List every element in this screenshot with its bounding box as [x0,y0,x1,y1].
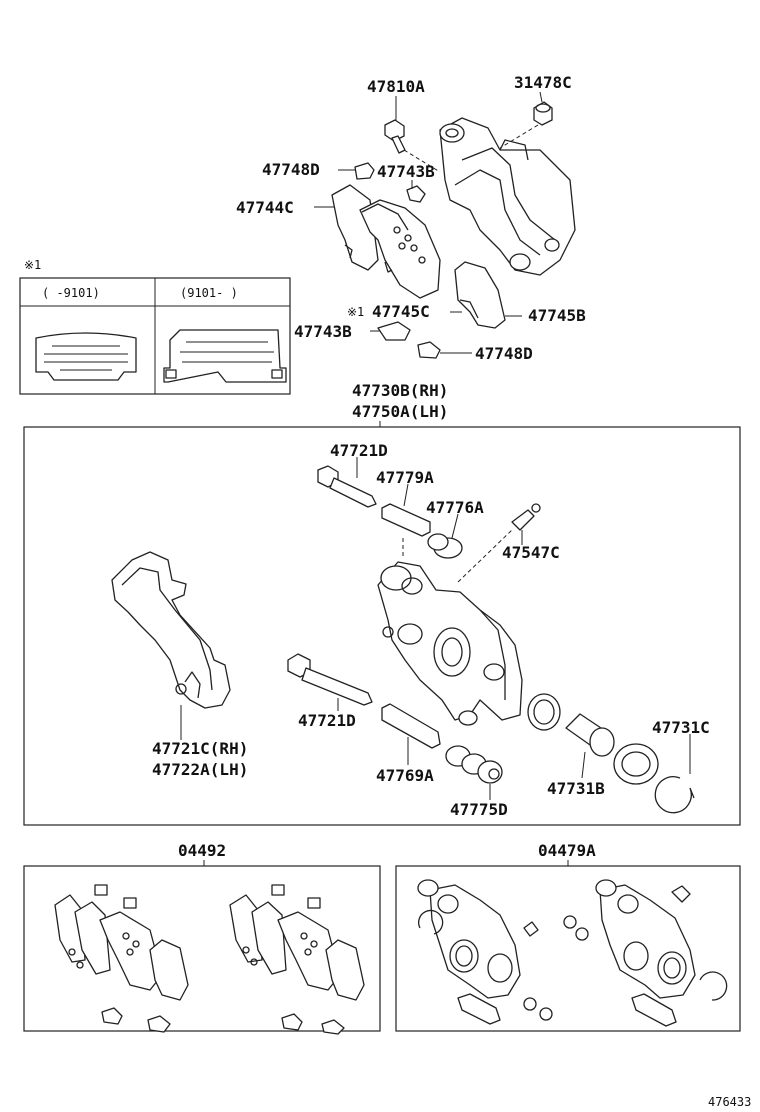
label-47743B-top: 47743B [377,162,435,181]
label-47547C: 47547C [502,543,560,562]
label-47745C: 47745C [372,302,430,321]
label-47721D-lower: 47721D [298,711,356,730]
note-col2-header: (9101- ) [180,286,238,300]
boot-47775D-drawing [445,745,503,784]
kit-04479A-right-set-drawing [563,879,728,1027]
top-exploded-group: 47810A 31478C 47748D 47743B 47744C ※1 47… [236,73,586,363]
label-47776A: 47776A [426,498,484,517]
top-caliper-drawing [439,117,576,276]
label-47775D: 47775D [450,800,508,819]
label-47722A: 47722A(LH) [152,760,248,779]
kit-04492-left-set-drawing [54,884,189,1033]
clip-47748D-lower [417,341,441,359]
label-47769A: 47769A [376,766,434,785]
pin-47721D-top-drawing [317,465,377,508]
label-kit-04479A: 04479A [538,841,596,860]
sleeve-47779A-drawing [381,503,431,537]
label-assy-rh: 47730B(RH) [352,381,448,400]
bleeder-47547C-drawing [511,503,541,531]
caliper-assembly-group: 47730B(RH) 47750A(LH) [23,381,741,826]
label-47721D-top: 47721D [330,441,388,460]
kit-04479A-group: 04479A [395,841,741,1032]
pad-47745B-drawing [454,261,506,329]
clip-47748D-top [354,162,375,180]
shim-47743B-lower [377,321,411,341]
label-47779A: 47779A [376,468,434,487]
label-47744C: 47744C [236,198,294,217]
pad-variant-late-drawing [163,329,287,383]
snap-ring-drawing [654,776,695,814]
label-47731C: 47731C [652,718,710,737]
note-mark: ※1 [24,258,41,272]
boot-47776A-drawing [427,533,463,559]
shim-47743B-top [406,185,426,203]
piston-47731B-drawing [565,713,615,757]
sleeve-47769A-drawing [381,703,441,749]
kit-04492-right-set-drawing [229,884,365,1035]
note-mark-pad: ※1 [347,305,364,319]
footer-code: 476433 [708,1095,751,1109]
bolt-47810A-drawing [384,119,406,154]
label-47745B: 47745B [528,306,586,325]
seal-ring-drawing [527,693,561,731]
kit-04492-group: 04492 [23,841,381,1035]
kit-04479A-left-set-drawing [417,879,553,1025]
note-col1-header: ( -9101) [42,286,100,300]
label-47731B: 47731B [547,779,605,798]
pad-inner-drawing [359,199,441,299]
label-kit-04492: 04492 [178,841,226,860]
label-47810A: 47810A [367,77,425,96]
caliper-body-drawing [377,561,523,726]
pin-47721D-lower-drawing [287,653,373,706]
label-31478C: 31478C [514,73,572,92]
mounting-bracket-drawing [111,551,231,740]
note-table: ※1 ( -9101) (9101- ) [19,258,291,395]
label-47748D-top: 47748D [262,160,320,179]
label-47748D-lower: 47748D [475,344,533,363]
label-47743B-lower: 47743B [294,322,352,341]
label-assy-lh: 47750A(LH) [352,402,448,421]
piston-seal-drawing [613,743,659,785]
cap-31478C-drawing [533,101,553,126]
pad-variant-early-drawing [35,332,137,381]
label-47721C: 47721C(RH) [152,739,248,758]
